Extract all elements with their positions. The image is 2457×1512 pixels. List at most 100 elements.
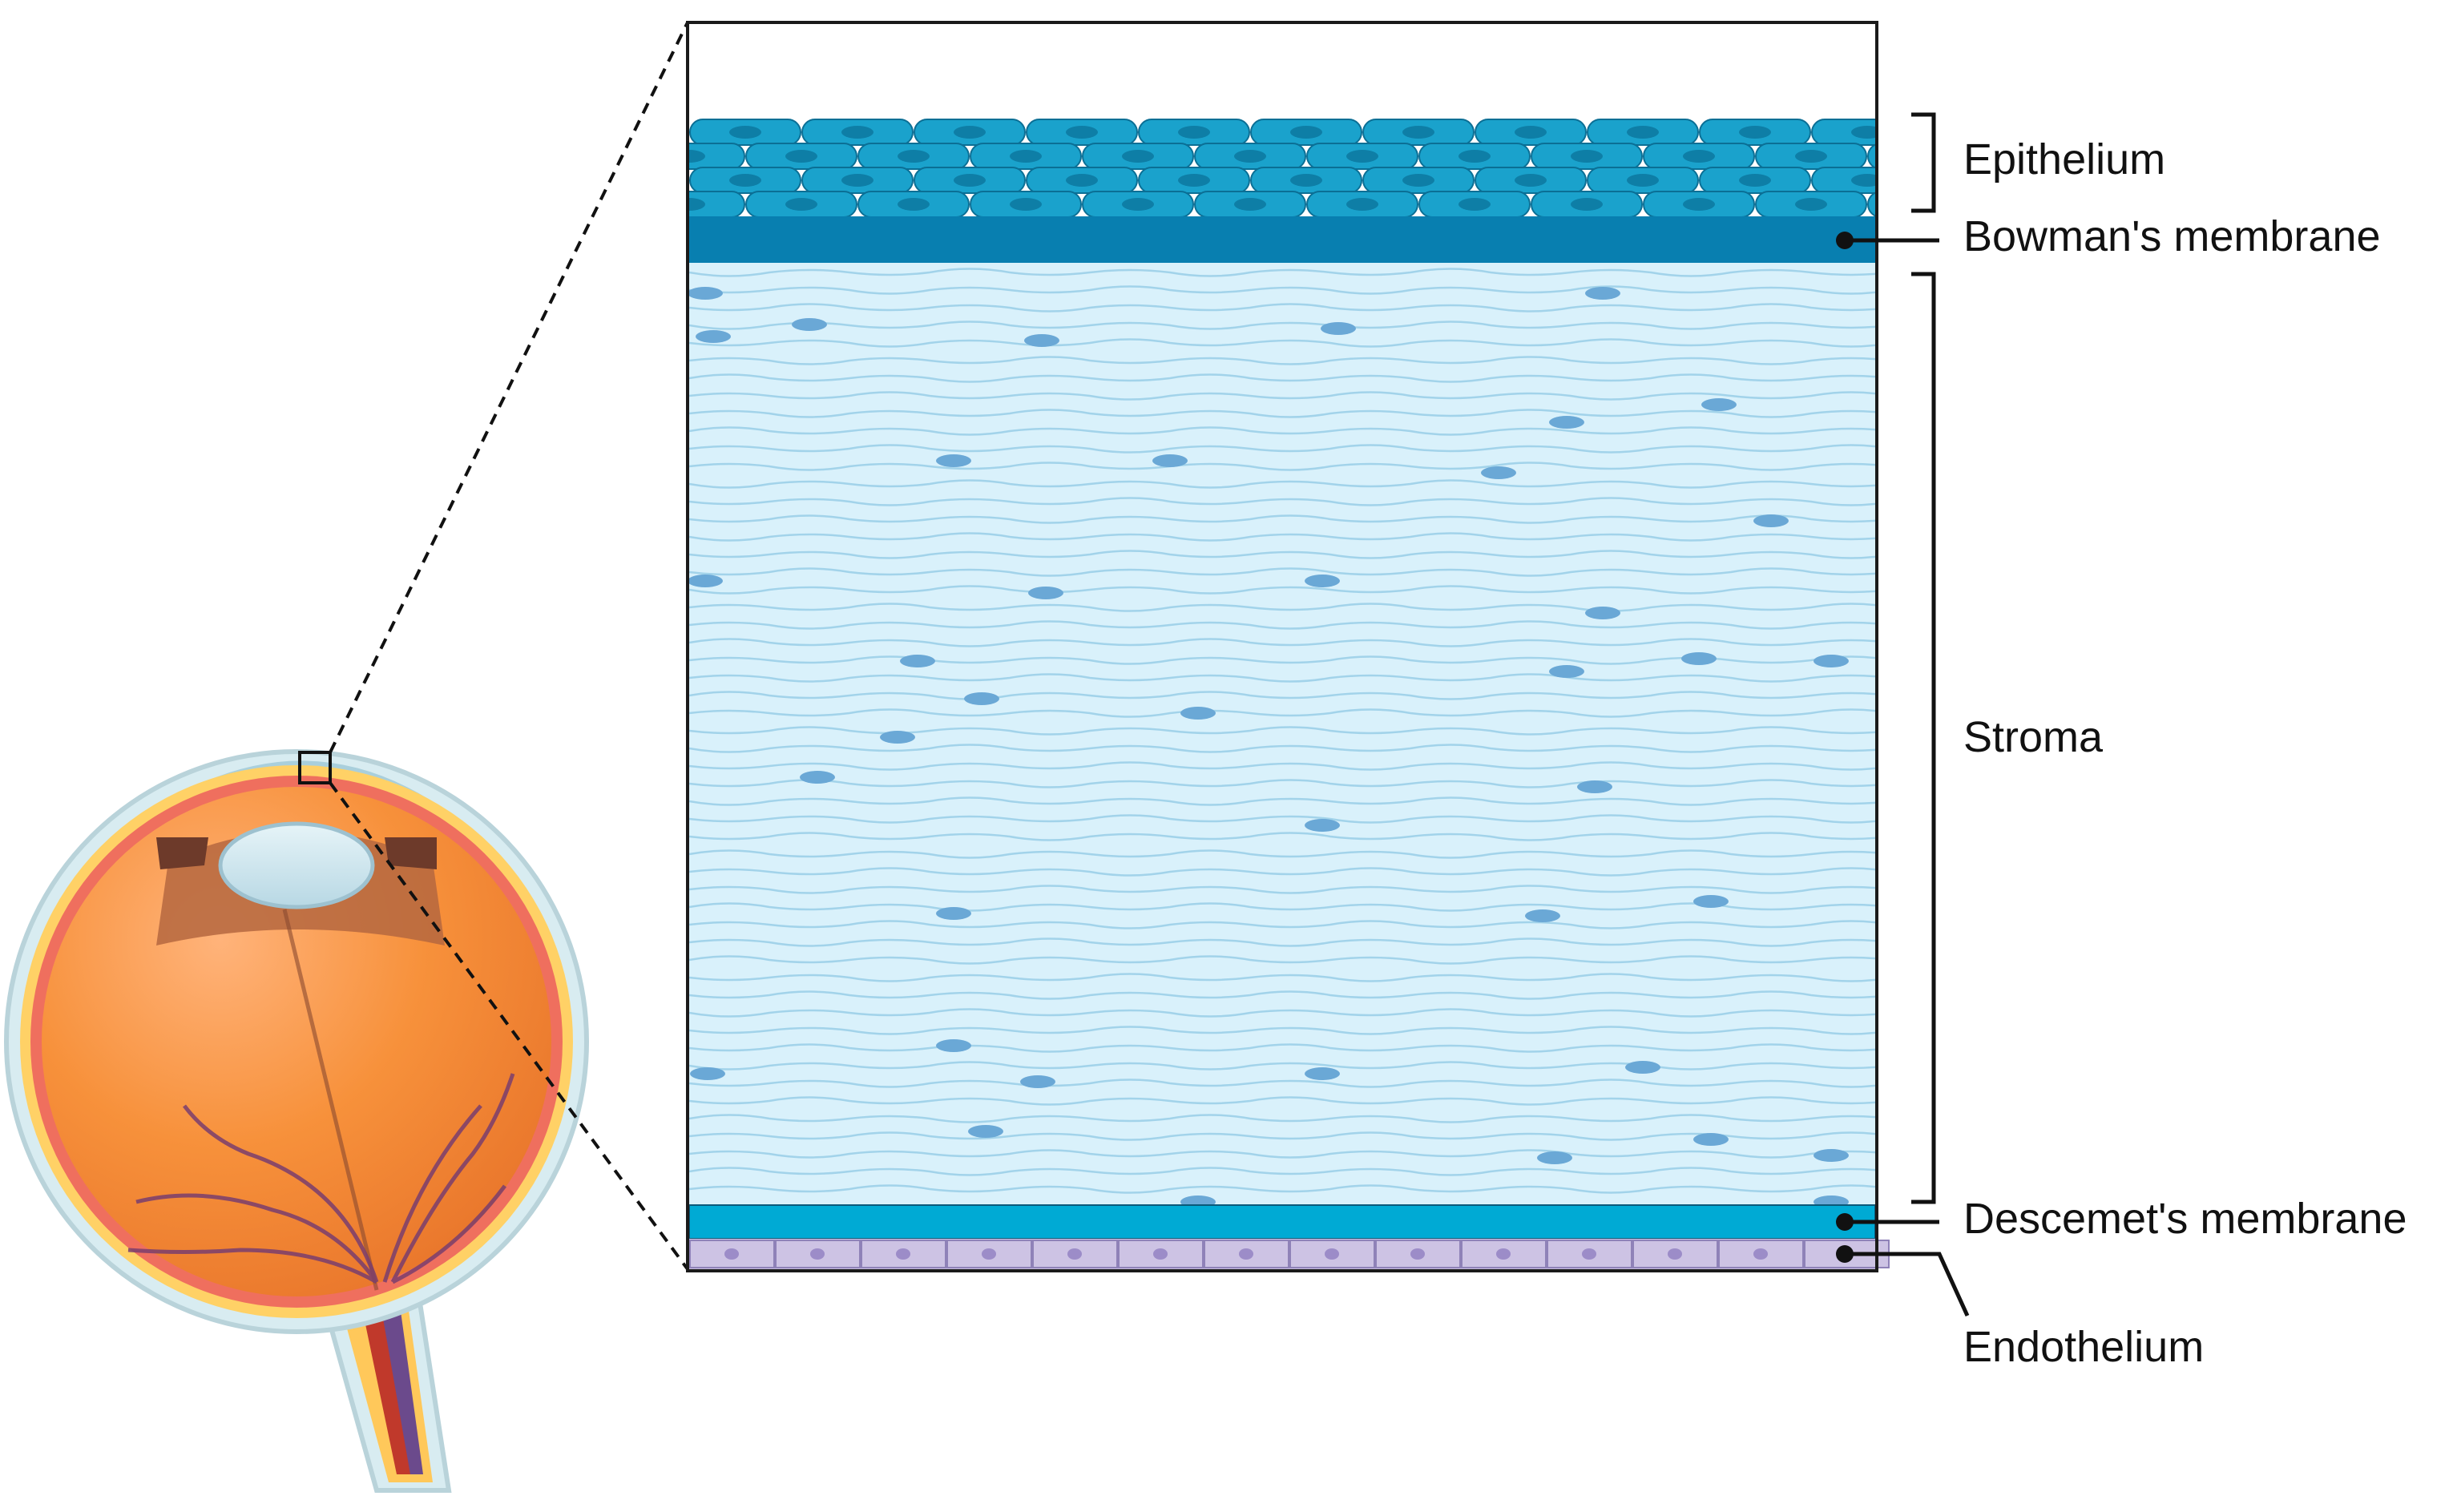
- stroma-fiber: [689, 585, 1875, 595]
- keratocyte: [1585, 607, 1620, 619]
- endothelium-cell: [861, 1240, 946, 1268]
- keratocyte: [1681, 652, 1717, 665]
- epithelium-nucleus: [1402, 126, 1434, 139]
- cornea-layers-panel: [686, 21, 1890, 1272]
- stroma-fiber: [689, 673, 1875, 683]
- stroma-fiber: [689, 832, 1875, 841]
- bowman-membrane-label: Bowman's membrane: [1963, 212, 2381, 260]
- stroma-fiber: [689, 1096, 1875, 1106]
- epithelium-nucleus: [1178, 174, 1210, 187]
- stroma-fiber: [689, 409, 1875, 418]
- stroma-fiber: [689, 849, 1875, 859]
- stroma-fiber: [689, 479, 1875, 489]
- keratocyte: [1753, 514, 1789, 527]
- epithelium-nucleus: [1795, 150, 1827, 163]
- epithelium-nucleus: [1122, 198, 1154, 211]
- stroma-fiber: [689, 920, 1875, 929]
- epithelium-nucleus: [1739, 174, 1771, 187]
- keratocyte: [936, 1039, 971, 1052]
- keratocyte: [1305, 819, 1340, 832]
- epithelium-nucleus: [1122, 150, 1154, 163]
- keratocyte: [1814, 655, 1849, 667]
- keratocyte: [1321, 322, 1356, 335]
- epithelium-nucleus: [1739, 126, 1771, 139]
- epithelium-nucleus: [1458, 150, 1491, 163]
- stroma-fiber: [689, 973, 1875, 982]
- epithelium-nucleus: [1290, 174, 1322, 187]
- stroma-fiber: [689, 867, 1875, 877]
- endothelium-nucleus: [1239, 1248, 1253, 1260]
- stroma-fiber: [689, 338, 1875, 348]
- endothelium-label: Endothelium: [1963, 1323, 2205, 1371]
- epithelium-nucleus: [1795, 198, 1827, 211]
- epithelium-nucleus: [1851, 174, 1875, 187]
- keratocyte: [964, 692, 999, 705]
- stroma-fiber: [689, 321, 1875, 330]
- endothelium-nucleus: [810, 1248, 825, 1260]
- epithelium-nucleus: [954, 174, 986, 187]
- endothelium-pointer: [1845, 1252, 1970, 1317]
- epithelium-nucleus: [729, 174, 761, 187]
- panel-frame: [686, 21, 1878, 1272]
- epithelium-nucleus: [1683, 150, 1715, 163]
- keratocyte: [1693, 1133, 1729, 1146]
- eye-cross-section-icon: [4, 749, 589, 1493]
- stroma-fiber: [689, 567, 1875, 577]
- keratocyte: [696, 330, 731, 343]
- stroma-fiber: [689, 937, 1875, 947]
- stroma-fiber: [689, 955, 1875, 965]
- endothelium-pointer-dot: [1836, 1245, 1854, 1263]
- epithelium-nucleus: [729, 126, 761, 139]
- keratocyte: [1701, 398, 1737, 411]
- keratocyte: [968, 1125, 1003, 1138]
- endothelium-nucleus: [982, 1248, 996, 1260]
- stroma-fiber: [689, 638, 1875, 647]
- descemet-membrane-label: Descemet's membrane: [1963, 1195, 2407, 1243]
- epithelium-cell: [1811, 119, 1875, 146]
- epithelium-nucleus: [1234, 198, 1266, 211]
- epithelium-nucleus: [1290, 126, 1322, 139]
- stroma-fiber: [689, 814, 1875, 824]
- epithelium-cell: [1867, 192, 1875, 216]
- epithelium-nucleus: [1458, 198, 1491, 211]
- endothelium-nucleus: [1325, 1248, 1339, 1260]
- stroma-fiber: [689, 514, 1875, 524]
- keratocyte: [1180, 1195, 1216, 1205]
- stroma-fiber: [689, 462, 1875, 471]
- keratocyte: [1549, 416, 1584, 429]
- bowman-pointer-dot: [1836, 232, 1854, 249]
- stroma-label: Stroma: [1963, 713, 2104, 761]
- stroma-fiber: [689, 761, 1875, 771]
- epithelium-cell: [1811, 167, 1875, 194]
- stroma-fiber: [689, 1167, 1875, 1176]
- epithelium-nucleus: [1851, 126, 1875, 139]
- epithelium-nucleus: [841, 126, 873, 139]
- endothelium-nucleus: [1582, 1248, 1596, 1260]
- epithelium-nucleus: [1346, 150, 1378, 163]
- epithelium-nucleus: [1010, 150, 1042, 163]
- stroma-fiber: [689, 1026, 1875, 1035]
- keratocyte: [1024, 334, 1059, 347]
- keratocyte: [1305, 575, 1340, 587]
- keratocyte: [880, 731, 915, 744]
- keratocyte: [1028, 587, 1063, 599]
- stroma-fiber: [689, 1184, 1875, 1194]
- bowman-membrane-layer: [689, 216, 1875, 263]
- zoom-connector-lines: [329, 22, 689, 1271]
- endothelium-nucleus: [1410, 1248, 1425, 1260]
- epithelium-nucleus: [898, 150, 930, 163]
- stroma-fiber: [689, 744, 1875, 753]
- epithelium-nucleus: [1515, 126, 1547, 139]
- keratocyte: [1693, 895, 1729, 908]
- magnified-region-box: [298, 751, 332, 784]
- stroma-bracket: [1911, 272, 1936, 1204]
- epithelium-nucleus: [689, 198, 705, 211]
- keratocyte: [1481, 466, 1516, 479]
- stroma-fiber: [689, 303, 1875, 312]
- stroma-fiber: [689, 708, 1875, 718]
- stroma-fiber: [689, 1043, 1875, 1053]
- stroma-fiber: [689, 779, 1875, 788]
- keratocyte: [1585, 287, 1620, 300]
